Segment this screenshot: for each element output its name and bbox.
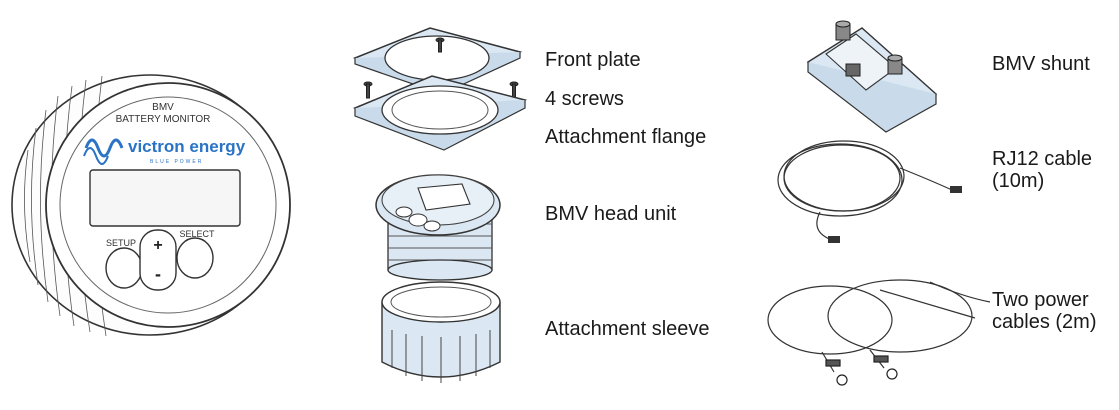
lcd-display <box>89 169 241 227</box>
plus-minus-rocker[interactable] <box>139 229 177 291</box>
label-front-plate: Front plate <box>545 49 641 71</box>
rj12-connector-icon-2 <box>828 236 840 243</box>
front-plate-illustration <box>352 27 523 95</box>
label-rj12-cable: RJ12 cable (10m) <box>992 148 1093 192</box>
power-cables-illustration <box>767 279 991 373</box>
shunt-illustration <box>806 20 938 133</box>
model-line2: BATTERY MONITOR <box>116 114 211 125</box>
label-head-unit: BMV head unit <box>545 203 677 225</box>
select-button[interactable] <box>176 237 214 279</box>
minus-label: - <box>155 264 161 284</box>
setup-button[interactable] <box>105 247 143 289</box>
victron-logo-icon <box>83 138 124 165</box>
rj12-cable-illustration <box>777 140 953 241</box>
head-unit-illustration <box>375 174 501 281</box>
ring-terminal-icons <box>825 355 898 386</box>
label-4-screws: 4 screws <box>545 88 624 110</box>
label-attachment-flange: Attachment flange <box>545 126 707 148</box>
label-attachment-sleeve: Attachment sleeve <box>545 318 710 340</box>
select-label: SELECT <box>179 229 215 239</box>
bmv-monitor-illustration: BMV BATTERY MONITOR victron energy BLUE … <box>11 74 291 337</box>
setup-label: SETUP <box>106 238 136 248</box>
attachment-sleeve-illustration <box>381 281 501 383</box>
brand-name: victron energy <box>128 137 246 156</box>
attachment-flange-illustration <box>352 75 528 151</box>
rj12-connector-icon <box>950 186 962 193</box>
brand-tagline: BLUE POWER <box>150 159 203 165</box>
label-shunt: BMV shunt <box>992 53 1090 75</box>
plus-label: + <box>153 237 162 254</box>
model-line1: BMV <box>152 102 174 113</box>
label-power-cables: Two power cables (2m) <box>992 289 1097 333</box>
